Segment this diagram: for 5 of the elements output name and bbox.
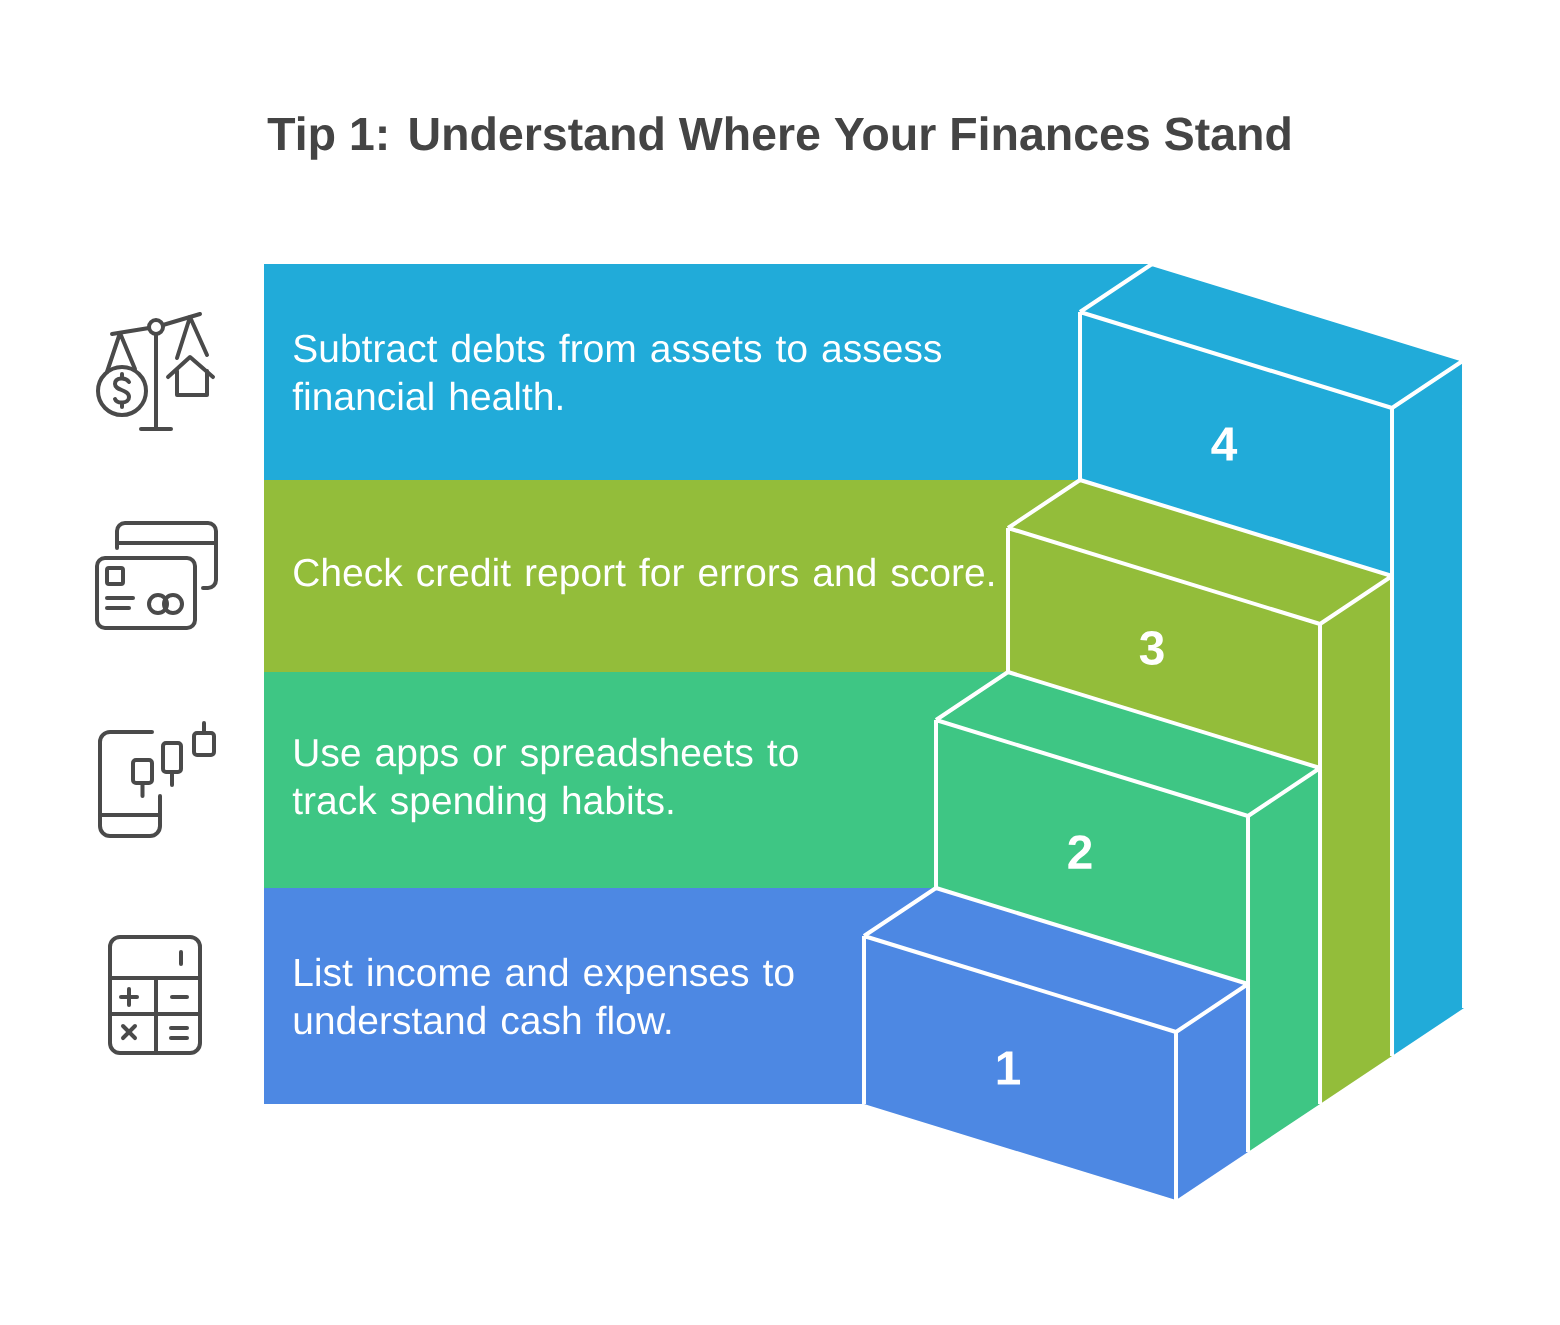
step-number: 2: [1068, 835, 1092, 869]
step-number: 3: [1139, 631, 1164, 666]
step-number: 4: [1211, 427, 1238, 461]
step-band: List income and expenses to understand cash flow. 1: [264, 886, 1250, 1202]
title: Tip 1: Understand Where Your Finances Stand: [267, 116, 1290, 160]
